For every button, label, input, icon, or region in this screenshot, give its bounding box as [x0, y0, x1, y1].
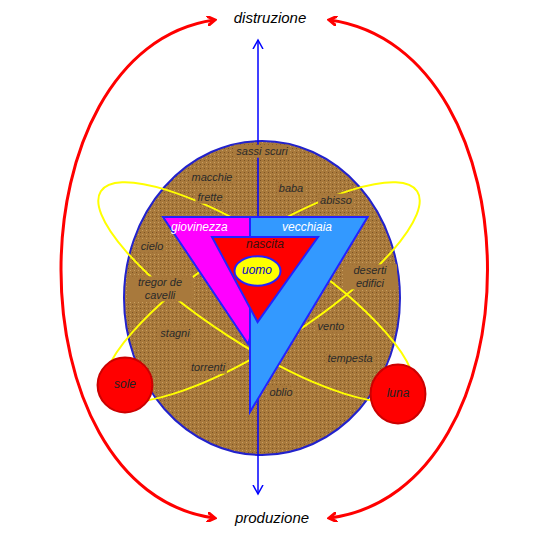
disc-word: vento — [316, 320, 347, 333]
disc-word: torrenti — [189, 361, 227, 374]
disc-word: sassi scuri — [234, 145, 289, 158]
birth-triangle: nascita uomo — [212, 237, 318, 322]
disc-word: cielo — [139, 240, 166, 253]
disc-word: deserti edifici — [343, 264, 397, 289]
node-text: uomo — [242, 264, 272, 277]
disc-word: macchie — [190, 171, 235, 184]
moon-circle: luna — [370, 364, 426, 424]
node-text: vecchiaia — [282, 221, 332, 234]
disc-word: tregor de cavelli — [127, 276, 193, 301]
cycle-arc — [330, 20, 488, 518]
node-text: giovinezza — [171, 221, 228, 234]
man-ellipse: uomo — [234, 256, 281, 286]
pole-label: produzione — [235, 509, 309, 526]
node-text: nascita — [246, 238, 284, 251]
orbit-curve — [73, 148, 440, 437]
orbit-curve — [79, 148, 446, 437]
disc-word: abisso — [318, 194, 354, 207]
sun-circle: sole — [97, 357, 153, 413]
disc-word: oblio — [267, 386, 294, 399]
disc-word: baba — [277, 182, 305, 195]
disc-word: stagni — [158, 327, 191, 340]
disc-word: frette — [195, 191, 224, 204]
pole-label: distruzione — [234, 9, 307, 26]
disc-word: tempesta — [325, 352, 374, 365]
node-text: sole — [114, 378, 136, 391]
node-text: luna — [387, 387, 410, 400]
